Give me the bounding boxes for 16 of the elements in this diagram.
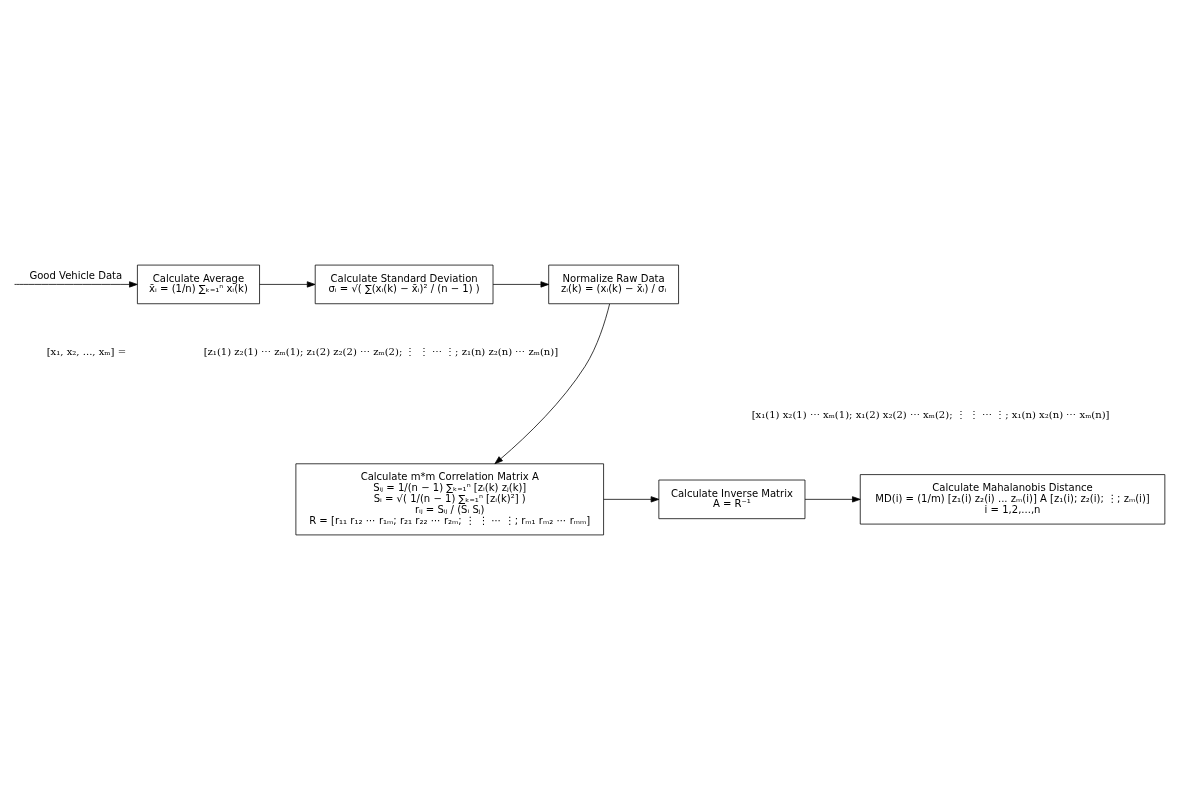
arrow (804, 496, 861, 503)
node-box: Calculate Average x̄ᵢ = (1/n) ∑ₖ₌₁ⁿ xᵢ(k) (137, 264, 260, 305)
label: [x₁, x₂, ..., xₘ] = (46, 346, 127, 358)
label: [z₁(1) z₂(1) ⋯ zₘ(1); z₁(2) z₂(2) ⋯ zₘ(2); ⋮ ⋮ ⋯ ⋮; z₁(n) z₂(n) ⋯ zₘ(n)] (203, 346, 559, 358)
arrow (259, 281, 316, 288)
edge-label: Good Vehicle Data (29, 270, 123, 282)
node-box: Calculate m*m Correlation Matrix A Sᵢⱼ = 1/(n − 1) ∑ₖ₌₁ⁿ [zᵢ(k) zⱼ(k)] Sᵢ = √( 1/(n − 1) ∑ₖ₌₁ⁿ [zᵢ(k)²] ) rᵢⱼ = Sᵢⱼ / (Sᵢ Sⱼ) R = [r₁₁ r₁₂ ⋯ r₁ₘ; r₂₁ r₂₂ ⋯ r₂ₘ; ⋮ ⋮ ⋯ ⋮; rₘ₁ rₘ₂ ⋯ rₘₘ] (295, 463, 604, 536)
node-box: Normalize Raw Data zᵢ(k) = (xᵢ(k) − x̄ᵢ) / σᵢ (548, 264, 679, 305)
arrow (14, 281, 138, 288)
arrow (494, 303, 610, 465)
node-box: Calculate Inverse Matrix A = R⁻¹ (658, 479, 806, 520)
node-box: Calculate Standard Deviation σᵢ = √( ∑(xᵢ(k) − x̄ᵢ)² / (n − 1) ) (314, 264, 494, 305)
arrow (492, 281, 550, 288)
node-box: Calculate Mahalanobis Distance MD(i) = (1/m) [z₁(i) z₂(i) ... zₘ(i)] A [z₁(i); z₂(i); ⋮; zₘ(i)] i = 1,2,...,n (859, 474, 1166, 525)
arrow (603, 496, 660, 503)
label: [x₁(1) x₂(1) ⋯ xₘ(1); x₁(2) x₂(2) ⋯ xₘ(2); ⋮ ⋮ ⋯ ⋮; x₁(n) x₂(n) ⋯ xₘ(n)] (751, 408, 1110, 420)
